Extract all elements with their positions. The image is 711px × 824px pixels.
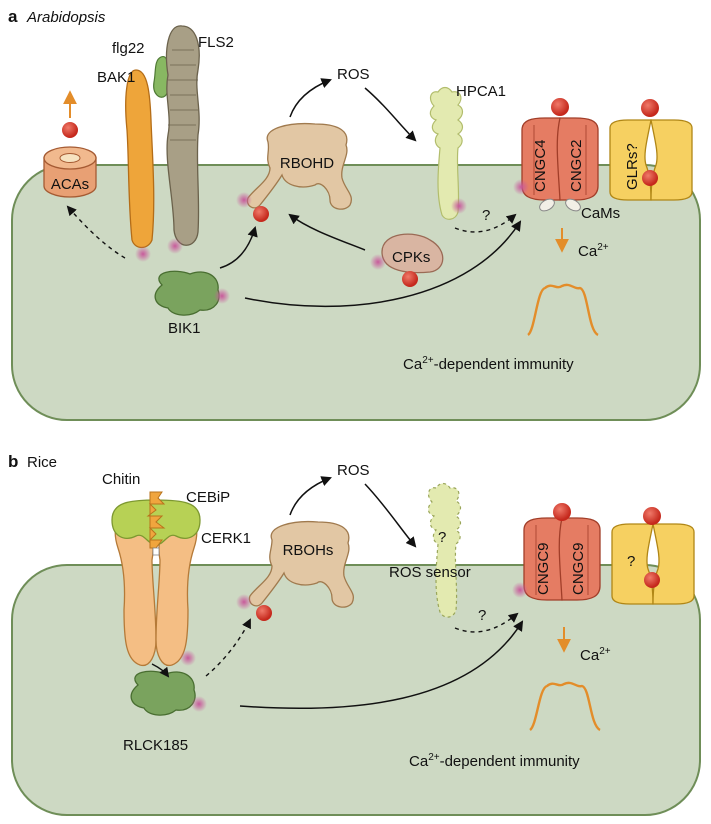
- ros-perception-arrow-b: [364, 483, 417, 548]
- cerk1-to-rlck185-arrow: [151, 663, 170, 678]
- phospho-site: [180, 650, 196, 666]
- phospho-site: [370, 254, 386, 270]
- cngc4-cngc2-channel: CNGC4 CNGC2: [521, 117, 599, 201]
- flg22-label: flg22: [112, 40, 145, 57]
- calcium-ion: [644, 572, 660, 588]
- rbohd-label: RBOHD: [280, 155, 334, 172]
- calcium-ion: [641, 99, 659, 117]
- cell-b: [11, 564, 701, 816]
- calcium-signal-trace-b: [529, 681, 601, 732]
- phospho-site: [236, 594, 252, 610]
- calcium-label-b: Ca2+: [580, 646, 611, 664]
- unknown-channel: ?: [611, 523, 695, 605]
- hpca1-to-channel-arrow: [454, 213, 517, 233]
- rbohs-label: RBOHs: [283, 542, 334, 559]
- calcium-ion: [62, 122, 78, 138]
- cerk1-label: CERK1: [201, 530, 251, 547]
- cam-protein: [539, 198, 555, 212]
- bik1-to-channel-arrow: [244, 220, 522, 308]
- cebip-label: CEBiP: [186, 489, 230, 506]
- bak1-receptor: [125, 69, 155, 249]
- immunity-label: Ca2+-dependent immunity: [403, 355, 574, 373]
- sensor-to-channel-arrow: [454, 612, 519, 633]
- chitin-label: Chitin: [102, 471, 140, 488]
- panel-a: a Arabidopsis ACAs BAK1 flg22 FLS2 RBOHD: [8, 7, 701, 421]
- unknown-link-question-b: ?: [478, 607, 486, 624]
- cerk1-receptor-left: [114, 509, 157, 667]
- phospho-site: [236, 192, 252, 208]
- panel-b-organism: Rice: [27, 454, 57, 471]
- glrs-label: GLRs?: [624, 143, 641, 190]
- acas-label: ACAs: [51, 176, 89, 193]
- ros-sensor-label: ROS sensor: [389, 564, 471, 581]
- calcium-signal-trace: [527, 283, 599, 337]
- phospho-site: [191, 696, 207, 712]
- calcium-ion: [553, 503, 571, 521]
- calcium-ion: [551, 98, 569, 116]
- cell-a: [11, 164, 701, 421]
- ros-production-arrow: [289, 78, 332, 118]
- ros-production-arrow-b: [289, 476, 332, 516]
- cngc4-label: CNGC4: [532, 139, 549, 192]
- bik1-to-rbohd-arrow: [219, 225, 258, 269]
- cngc2-label: CNGC2: [568, 139, 585, 192]
- ros-perception-arrow: [364, 87, 417, 142]
- acas-pump: ACAs: [43, 146, 97, 198]
- cpks-to-rbohd-arrow: [288, 213, 366, 251]
- fls2-receptor: [165, 25, 200, 246]
- cpks-label: CPKs: [392, 249, 430, 266]
- phospho-site: [512, 582, 528, 598]
- unknown-link-question: ?: [482, 207, 490, 224]
- phospho-site: [135, 246, 151, 262]
- ros-sensor: [427, 482, 462, 618]
- phospho-site: [451, 198, 467, 214]
- cngc9-right-label: CNGC9: [570, 542, 587, 595]
- panel-b: b Rice Chitin CEBiP CERK1 RBOHs ROS ? RO…: [8, 452, 701, 816]
- phospho-site: [167, 238, 183, 254]
- bik1-label: BIK1: [168, 320, 201, 337]
- cam-protein: [565, 198, 581, 212]
- bik1-kinase: [154, 270, 220, 316]
- unknown-channel-question: ?: [627, 553, 635, 570]
- calcium-label: Ca2+: [578, 242, 609, 260]
- calcium-ion: [253, 206, 269, 222]
- hpca1-label: HPCA1: [456, 83, 506, 100]
- panel-a-letter: a: [8, 7, 18, 26]
- rbohs-enzyme: [248, 520, 354, 608]
- cams-label: CaMs: [581, 205, 620, 222]
- cpks-kinase: [381, 233, 444, 274]
- ros-label-b: ROS: [337, 462, 370, 479]
- chitin-chain: [146, 491, 166, 549]
- calcium-ion: [643, 507, 661, 525]
- chitin-pocket: [152, 547, 160, 556]
- cngc9-channel: CNGC9 CNGC9: [523, 517, 601, 601]
- ros-label: ROS: [337, 66, 370, 83]
- fls2-label: FLS2: [198, 34, 234, 51]
- rlck185-to-channel-arrow: [239, 620, 524, 710]
- bak1-label: BAK1: [97, 69, 135, 86]
- ros-sensor-question: ?: [438, 529, 446, 546]
- phospho-site: [513, 179, 529, 195]
- calcium-ion: [256, 605, 272, 621]
- cerk1-receptor-right: [155, 509, 198, 667]
- panel-b-letter: b: [8, 452, 18, 471]
- calcium-ion: [402, 271, 418, 287]
- glr-channel: GLRs?: [609, 119, 693, 201]
- immunity-label-b: Ca2+-dependent immunity: [409, 752, 580, 770]
- cngc9-left-label: CNGC9: [535, 542, 552, 595]
- phospho-site: [214, 288, 230, 304]
- rlck185-label: RLCK185: [123, 737, 188, 754]
- rlck185-to-rbohs-arrow: [205, 618, 251, 677]
- panel-a-organism: Arabidopsis: [26, 9, 106, 26]
- calcium-ion: [642, 170, 658, 186]
- bik1-to-acas-arrow: [66, 205, 126, 259]
